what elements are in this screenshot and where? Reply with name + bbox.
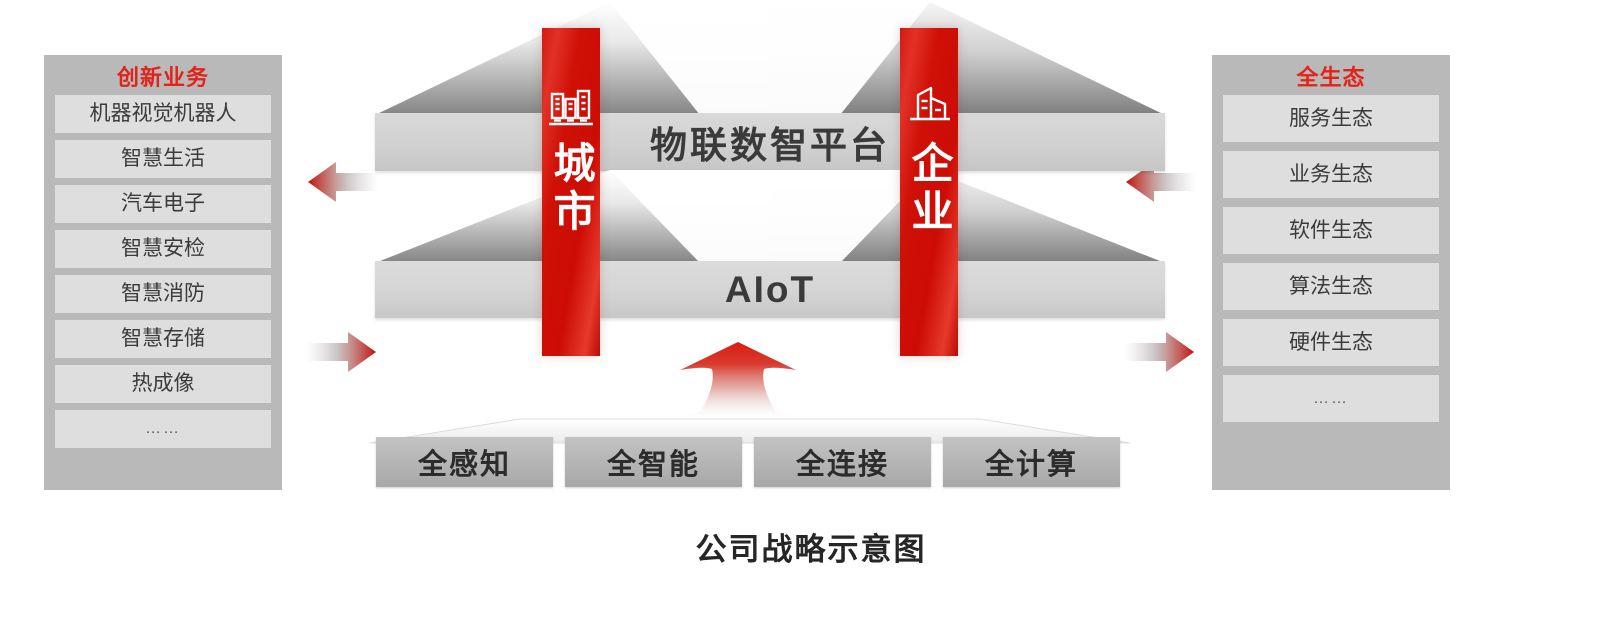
- list-item[interactable]: 业务生态: [1223, 151, 1439, 198]
- list-item[interactable]: 智慧生活: [55, 140, 271, 178]
- upper-slab-label: 物联数智平台: [650, 125, 890, 166]
- capability-box[interactable]: 全连接: [754, 437, 931, 487]
- list-item[interactable]: 硬件生态: [1223, 319, 1439, 366]
- panel-title-innovation: 创新业务: [116, 65, 209, 90]
- platform-stack: 物联数智平台 AIoT: [370, 0, 1170, 356]
- capability-box[interactable]: 全智能: [565, 437, 742, 487]
- list-item[interactable]: 智慧消防: [55, 275, 271, 313]
- capability-box[interactable]: 全计算: [943, 437, 1120, 487]
- arrow-left-icon: [306, 160, 378, 204]
- city-buildings-icon: [548, 85, 594, 127]
- arrow-right-icon: [306, 330, 378, 374]
- list-item[interactable]: 智慧安检: [55, 230, 271, 268]
- list-item[interactable]: 热成像: [55, 365, 271, 403]
- panel-title-ecosystem: 全生态: [1296, 65, 1366, 90]
- pillar-city[interactable]: 城市: [542, 28, 600, 356]
- upper-slab-face: 物联数智平台: [375, 113, 1165, 171]
- list-item-more[interactable]: ……: [1223, 375, 1439, 422]
- list-item[interactable]: 智慧存储: [55, 320, 271, 358]
- list-item[interactable]: 服务生态: [1223, 95, 1439, 142]
- list-item[interactable]: 算法生态: [1223, 263, 1439, 310]
- pillar-enterprise-label: 企业: [906, 141, 953, 237]
- arrow-up-icon: [668, 336, 808, 422]
- lower-slab-face: AIoT: [375, 261, 1165, 318]
- capability-box[interactable]: 全感知: [376, 437, 553, 487]
- diagram-caption: 公司战略示意图: [695, 532, 927, 567]
- capability-row: 全感知 全智能 全连接 全计算: [376, 437, 1120, 487]
- arrow-right-icon: [1124, 330, 1196, 374]
- list-item[interactable]: 汽车电子: [55, 185, 271, 223]
- innovation-business-panel: 创新业务 机器视觉机器人 智慧生活 汽车电子 智慧安检 智慧消防 智慧存储 热成…: [44, 55, 282, 490]
- pillar-enterprise[interactable]: 企业: [900, 28, 958, 356]
- full-ecosystem-panel: 全生态 服务生态 业务生态 软件生态 算法生态 硬件生态 ……: [1212, 55, 1450, 490]
- office-building-icon: [906, 85, 952, 127]
- list-item[interactable]: 软件生态: [1223, 207, 1439, 254]
- pillar-city-label: 城市: [548, 141, 595, 237]
- list-item-more[interactable]: ……: [55, 410, 271, 448]
- lower-slab-label: AIoT: [724, 268, 816, 310]
- arrow-left-icon: [1124, 160, 1196, 204]
- list-item[interactable]: 机器视觉机器人: [55, 95, 271, 133]
